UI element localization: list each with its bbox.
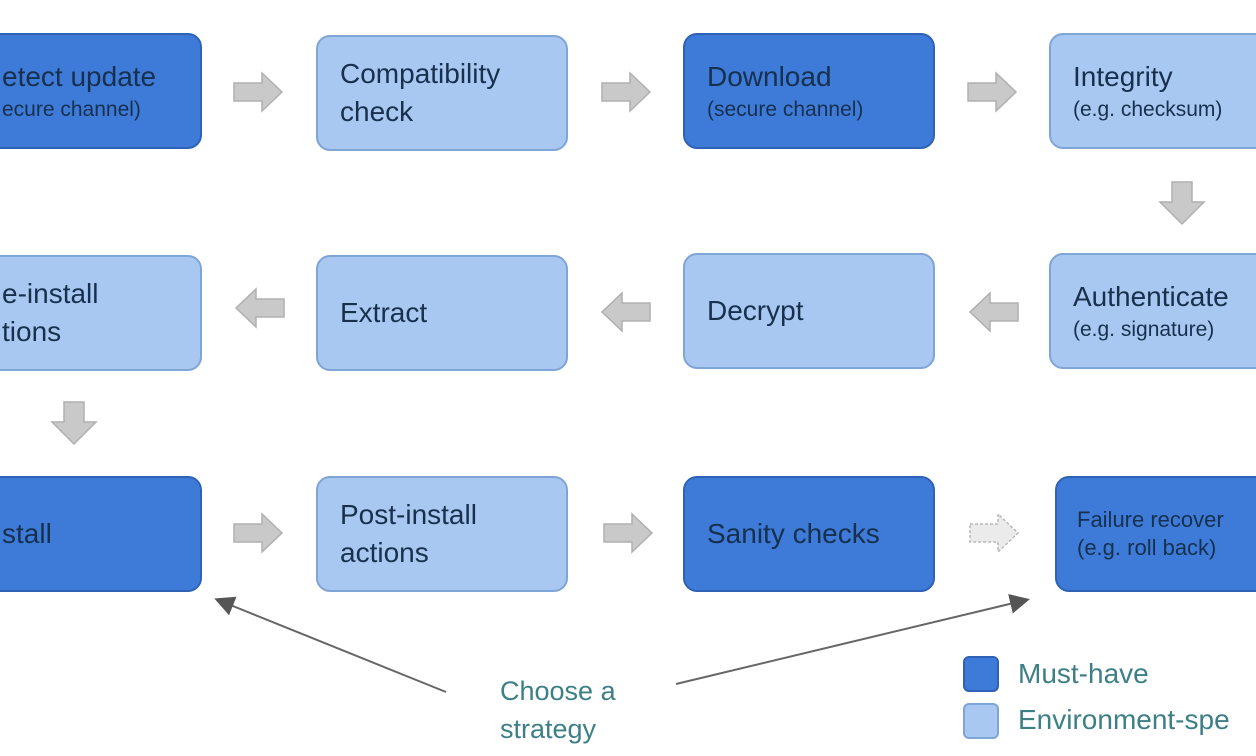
step-failure-recovery-title: Failure recover <box>1077 507 1224 532</box>
step-authenticate: Authenticate (e.g. signature) <box>1049 253 1256 369</box>
step-download: Download (secure channel) <box>683 33 935 149</box>
arrow-left-icon <box>600 291 651 333</box>
step-download-title: Download <box>707 61 832 92</box>
step-compatibility-check-title: Compatibility <box>340 58 501 89</box>
step-integrity-title: Integrity <box>1073 61 1173 92</box>
arrow-right-icon <box>233 512 284 554</box>
strategy-line-2: strategy <box>500 714 597 744</box>
arrow-down-icon <box>1158 181 1206 226</box>
arrow-right-dashed-icon <box>969 512 1020 554</box>
arrow-right-icon <box>601 71 652 113</box>
step-pre-install-sub: tions <box>2 316 62 347</box>
step-failure-recovery: Failure recover (e.g. roll back) <box>1055 476 1256 592</box>
step-compatibility-check: Compatibility check <box>316 35 568 151</box>
legend-label-environment-specific: Environment-spe <box>1018 704 1230 735</box>
step-authenticate-sub: (e.g. signature) <box>1073 318 1215 341</box>
legend-swatch-environment-specific <box>963 703 999 739</box>
step-pre-install-actions: e-install tions <box>0 255 202 371</box>
arrow-right-icon <box>233 71 284 113</box>
legend-swatch-must-have <box>963 656 999 692</box>
step-extract-title: Extract <box>340 297 428 328</box>
arrow-left-icon <box>234 287 285 329</box>
step-install-title: stall <box>2 518 52 549</box>
strategy-arrow-install <box>214 596 447 693</box>
step-authenticate-title: Authenticate <box>1073 281 1229 312</box>
step-failure-recovery-sub: (e.g. roll back) <box>1077 535 1217 560</box>
step-decrypt: Decrypt <box>683 253 935 369</box>
arrow-left-icon <box>968 291 1019 333</box>
step-decrypt-title: Decrypt <box>707 295 804 326</box>
step-extract: Extract <box>316 255 568 371</box>
arrow-right-icon <box>967 71 1018 113</box>
step-pre-install-title: e-install <box>2 278 99 309</box>
step-compatibility-check-sub: check <box>340 96 414 127</box>
step-sanity-checks-title: Sanity checks <box>707 518 880 549</box>
arrow-down-icon <box>50 401 98 446</box>
step-post-install-title: Post-install <box>340 499 477 530</box>
step-post-install-actions: Post-install actions <box>316 476 568 592</box>
step-install: stall <box>0 476 202 592</box>
strategy-arrow-failure <box>675 594 1030 685</box>
step-detect-update: etect update ecure channel) <box>0 33 202 149</box>
arrow-right-icon <box>603 512 654 554</box>
step-detect-update-sub: ecure channel) <box>2 98 141 121</box>
step-integrity: Integrity (e.g. checksum) <box>1049 33 1256 149</box>
legend-label-must-have: Must-have <box>1018 658 1149 689</box>
step-post-install-sub: actions <box>340 537 429 568</box>
strategy-line-1: Choose a <box>500 676 616 706</box>
step-integrity-sub: (e.g. checksum) <box>1073 98 1223 121</box>
strategy-annotation: Choose a strategy <box>500 672 640 748</box>
step-download-sub: (secure channel) <box>707 98 864 121</box>
step-detect-update-title: etect update <box>2 61 157 92</box>
step-sanity-checks: Sanity checks <box>683 476 935 592</box>
